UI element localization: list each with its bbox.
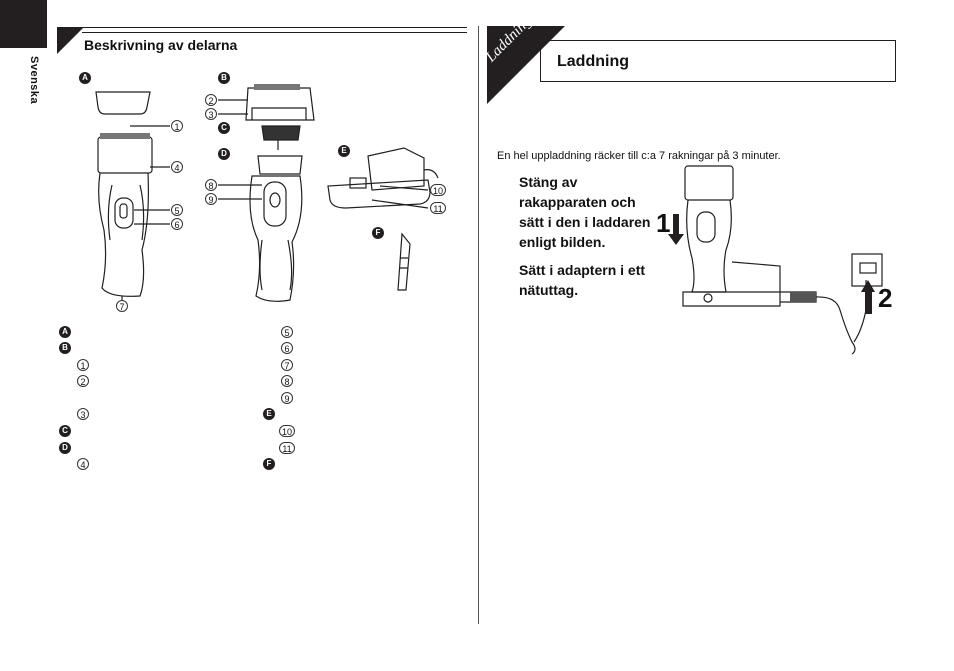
legend-8: 8	[281, 375, 293, 387]
figure-label-d: D	[218, 148, 230, 160]
charging-step-2: Sätt i adaptern i ett nätuttag.	[519, 262, 646, 298]
figure-label-c: C	[218, 122, 230, 134]
legend-f: F	[263, 458, 275, 470]
charging-steps: Stäng av rakapparaten och sätt i den i l…	[519, 172, 661, 308]
legend-2: 2	[77, 375, 89, 387]
shaver-body-front	[98, 172, 149, 297]
callout-6: 6	[171, 218, 183, 230]
callout-1: 1	[171, 120, 183, 132]
callout-10: 10	[430, 184, 446, 196]
legend-d: D	[59, 442, 71, 454]
callout-5: 5	[171, 204, 183, 216]
legend-6: 6	[281, 342, 293, 354]
foil-frame-drawing	[245, 87, 315, 121]
legend-7: 7	[281, 359, 293, 371]
callout-8: 8	[205, 179, 217, 191]
language-tab	[0, 0, 47, 48]
charging-step-1: Stäng av rakapparaten och sätt i den i l…	[519, 174, 651, 250]
figure-label-f: F	[372, 227, 384, 239]
legend-a: A	[59, 326, 71, 338]
language-label: Svenska	[28, 56, 40, 105]
figure-label-a: A	[79, 72, 91, 84]
figure-label-b: B	[218, 72, 230, 84]
column-divider	[478, 26, 479, 624]
callout-7: 7	[116, 300, 128, 312]
charging-diagram	[682, 165, 883, 355]
section-corner-marker	[57, 27, 84, 54]
legend-e: E	[263, 408, 275, 420]
legend-c: C	[59, 425, 71, 437]
shaver-head-front	[97, 136, 153, 174]
diagram-step-1: 1	[656, 208, 671, 238]
protective-cap-drawing	[95, 91, 151, 115]
section-title-charging: Laddning	[557, 53, 629, 70]
callout-2: 2	[205, 94, 217, 106]
legend-4: 4	[77, 458, 89, 470]
callout-4: 4	[171, 161, 183, 173]
legend-b: B	[59, 342, 71, 354]
callout-9: 9	[205, 193, 217, 205]
charging-intro: En hel uppladdning räcker till c:a 7 rak…	[497, 150, 781, 162]
legend-10: 10	[279, 425, 295, 437]
diagram-step-2: 2	[878, 283, 893, 313]
section-rule	[57, 27, 467, 28]
figure-label-e: E	[338, 145, 350, 157]
callout-11: 11	[430, 202, 446, 214]
shaver-body-back	[249, 175, 303, 302]
cleaning-brush-drawing	[397, 232, 411, 291]
legend-3: 3	[77, 408, 89, 420]
charging-stand-drawing	[327, 179, 431, 209]
legend-5: 5	[281, 326, 293, 338]
callout-3: 3	[205, 108, 217, 120]
section-rule-inner	[82, 32, 467, 33]
legend-1: 1	[77, 359, 89, 371]
section-title-parts: Beskrivning av delarna	[84, 37, 238, 53]
legend-9: 9	[281, 392, 293, 404]
legend-11: 11	[279, 442, 295, 454]
section-corner-tab	[487, 26, 565, 104]
